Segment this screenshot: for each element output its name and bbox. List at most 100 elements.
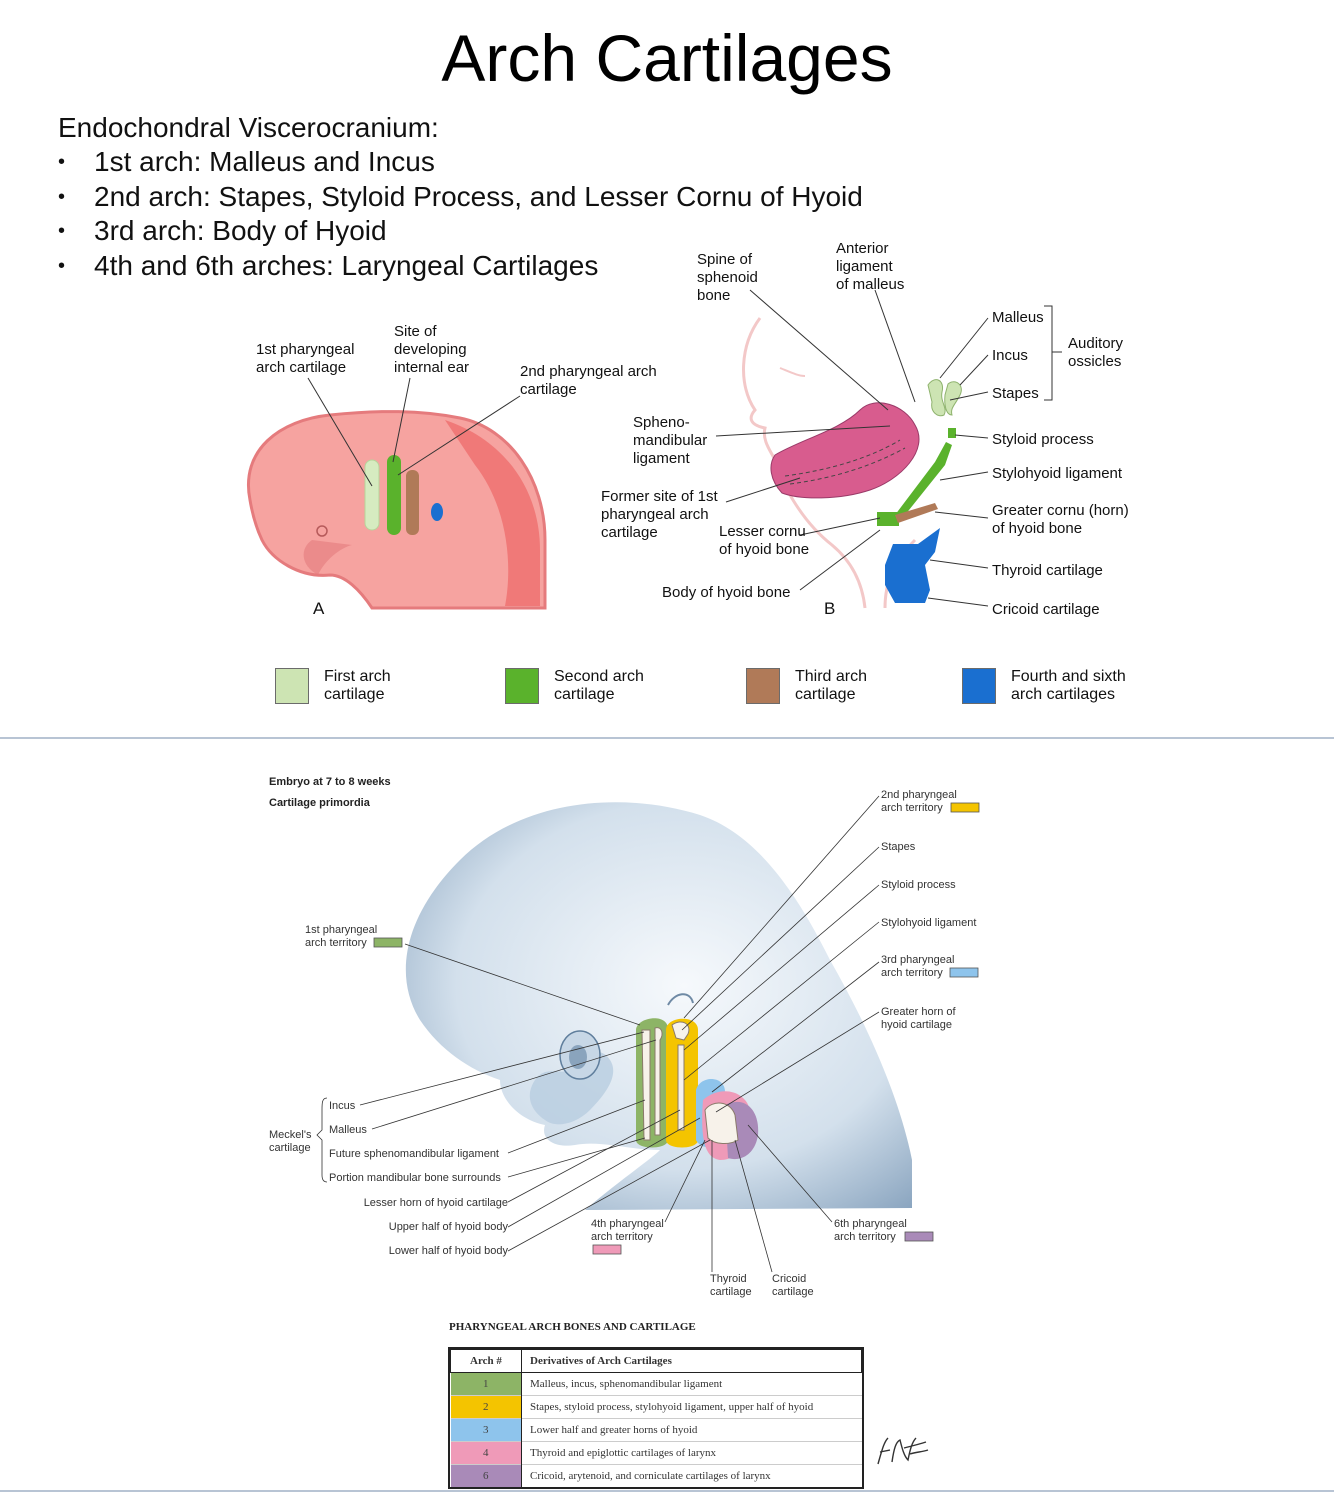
legend-label: First arch cartilage — [324, 668, 391, 703]
callout-cricoid: Cricoid cartilage — [992, 601, 1100, 618]
callout-ant-lig-3: of malleus — [836, 276, 904, 293]
label-2nd-arch-2: arch territory — [881, 802, 943, 814]
table-cell-derivative: Stapes, styloid process, stylohyoid liga… — [521, 1395, 862, 1419]
callout-lesser-2: of hyoid bone — [719, 541, 809, 558]
table-header-derivatives: Derivatives of Arch Cartilages — [521, 1349, 862, 1373]
table-row: 1 Malleus, incus, sphenomandibular ligam… — [450, 1372, 862, 1396]
table-row: 3 Lower half and greater horns of hyoid — [450, 1418, 862, 1442]
label-2nd-arch-1: 2nd pharyngeal — [881, 789, 957, 801]
intro-heading: Endochondral Viscerocranium: — [58, 112, 439, 143]
callout-spine-2: sphenoid — [697, 269, 758, 286]
callout-incus: Incus — [992, 347, 1028, 364]
netter-labels: Embryo at 7 to 8 weeks Cartilage primord… — [269, 776, 976, 1298]
callout-ant-lig-2: ligament — [836, 258, 894, 275]
callout-greater-1: Greater cornu (horn) — [992, 502, 1129, 519]
section-divider-bottom — [0, 1490, 1334, 1492]
figure-ab-diagram: 1st pharyngeal arch cartilage Site of de… — [247, 240, 1129, 618]
netter-heading-2: Cartilage primordia — [269, 797, 371, 809]
callout-stylohyoid: Stylohyoid ligament — [992, 465, 1123, 482]
head-profile-figure-b — [742, 317, 962, 609]
label-cricoid-1: Cricoid — [772, 1273, 806, 1285]
legend-fourth-sixth-arch: Fourth and sixth arch cartilages — [962, 668, 1141, 704]
legend-swatch — [962, 668, 996, 704]
table-row: 2 Stapes, styloid process, stylohyoid li… — [450, 1395, 862, 1419]
callout-body-hyoid: Body of hyoid bone — [662, 584, 790, 601]
cartilage-primordia — [641, 1021, 739, 1144]
callout-first-cart-1: 1st pharyngeal — [256, 341, 354, 358]
embryo-figure-a — [247, 377, 547, 610]
legend-swatch — [505, 668, 539, 704]
callout-greater-2: of hyoid bone — [992, 520, 1082, 537]
label-meckel-1: Meckel's — [269, 1129, 312, 1141]
callout-inner-ear-2: developing — [394, 341, 467, 358]
legend-label: Second arch cartilage — [554, 668, 644, 703]
label-thyroid-1: Thyroid — [710, 1273, 747, 1285]
table-row: 4 Thyroid and epiglottic cartilages of l… — [450, 1441, 862, 1465]
legend-swatch — [746, 668, 780, 704]
label-portion-mandibular: Portion mandibular bone surrounds — [329, 1172, 501, 1184]
callout-second-cart-2: cartilage — [520, 381, 577, 398]
derivatives-table: Arch # Derivatives of Arch Cartilages 1 … — [450, 1349, 862, 1487]
label-malleus: Malleus — [329, 1124, 367, 1136]
label-sphenomandibular: Future sphenomandibular ligament — [329, 1148, 499, 1160]
section-divider — [0, 737, 1334, 739]
label-meckel-2: cartilage — [269, 1142, 311, 1154]
table-cell-arch: 2 — [450, 1395, 522, 1419]
callout-former-2: pharyngeal arch — [601, 506, 709, 523]
callout-spine-3: bone — [697, 287, 730, 304]
derivatives-table-wrap: Arch # Derivatives of Arch Cartilages 1 … — [448, 1347, 864, 1489]
callout-inner-ear-3: internal ear — [394, 359, 469, 376]
page-title: Arch Cartilages — [441, 21, 893, 95]
legend-first-arch: First arch cartilage — [275, 668, 454, 704]
label-6th-arch-2: arch territory — [834, 1231, 896, 1243]
table-row: 6 Cricoid, arytenoid, and corniculate ca… — [450, 1464, 862, 1487]
legend-third-arch: Third arch cartilage — [746, 668, 925, 704]
label-styloid: Styloid process — [881, 879, 956, 891]
callout-second-cart-1: 2nd pharyngeal arch — [520, 363, 657, 380]
table-cell-derivative: Malleus, incus, sphenomandibular ligamen… — [521, 1372, 862, 1396]
table-header-arch: Arch # — [450, 1349, 522, 1373]
table-cell-derivative: Cricoid, arytenoid, and corniculate cart… — [521, 1464, 862, 1487]
table-cell-arch: 1 — [450, 1372, 522, 1396]
callout-malleus: Malleus — [992, 309, 1044, 326]
label-greater-2: hyoid cartilage — [881, 1019, 952, 1031]
netter-leader-lines — [316, 795, 880, 1273]
figure-b-label: B — [824, 599, 835, 618]
netter-label-swatches — [373, 802, 980, 1255]
callout-styloid: Styloid process — [992, 431, 1094, 448]
table-caption: PHARYNGEAL ARCH BONES AND CARTILAGE — [449, 1321, 696, 1333]
callout-lesser-1: Lesser cornu — [719, 523, 806, 540]
table-cell-arch: 6 — [450, 1464, 522, 1487]
label-stapes: Stapes — [881, 841, 916, 853]
legend-second-arch: Second arch cartilage — [505, 668, 684, 704]
label-1st-arch-1: 1st pharyngeal — [305, 924, 377, 936]
callout-inner-ear-1: Site of — [394, 323, 437, 340]
table-cell-arch: 4 — [450, 1441, 522, 1465]
label-3rd-arch-2: arch territory — [881, 967, 943, 979]
callout-former-3: cartilage — [601, 524, 658, 541]
label-4th-arch-2: arch territory — [591, 1231, 653, 1243]
label-upper-hyoid: Upper half of hyoid body — [389, 1221, 509, 1233]
label-1st-arch-2: arch territory — [305, 937, 367, 949]
label-6th-arch-1: 6th pharyngeal — [834, 1218, 907, 1230]
figure-a-label: A — [313, 599, 325, 618]
legend-label: Third arch cartilage — [795, 668, 868, 703]
callout-former-1: Former site of 1st — [601, 488, 719, 505]
bullet-item: 2nd arch: Stapes, Styloid Process, and L… — [58, 180, 863, 215]
table-cell-derivative: Lower half and greater horns of hyoid — [521, 1418, 862, 1442]
netter-heading-1: Embryo at 7 to 8 weeks — [269, 776, 391, 788]
legend-swatch — [275, 668, 309, 704]
table-header-row: Arch # Derivatives of Arch Cartilages — [450, 1349, 862, 1373]
label-incus: Incus — [329, 1100, 356, 1112]
label-greater-1: Greater horn of — [881, 1006, 957, 1018]
label-lower-hyoid: Lower half of hyoid body — [389, 1245, 509, 1257]
callout-auditory-1: Auditory — [1068, 335, 1124, 352]
callout-spheno-1: Spheno- — [633, 414, 690, 431]
bullet-item: 3rd arch: Body of Hyoid — [58, 214, 863, 249]
callout-ant-lig-1: Anterior — [836, 240, 889, 257]
callout-auditory-2: ossicles — [1068, 353, 1121, 370]
bullet-item: 1st arch: Malleus and Incus — [58, 145, 863, 180]
bullet-list: 1st arch: Malleus and Incus 2nd arch: St… — [58, 145, 863, 283]
bullet-item: 4th and 6th arches: Laryngeal Cartilages — [58, 249, 863, 284]
label-stylohyoid: Stylohyoid ligament — [881, 917, 976, 929]
